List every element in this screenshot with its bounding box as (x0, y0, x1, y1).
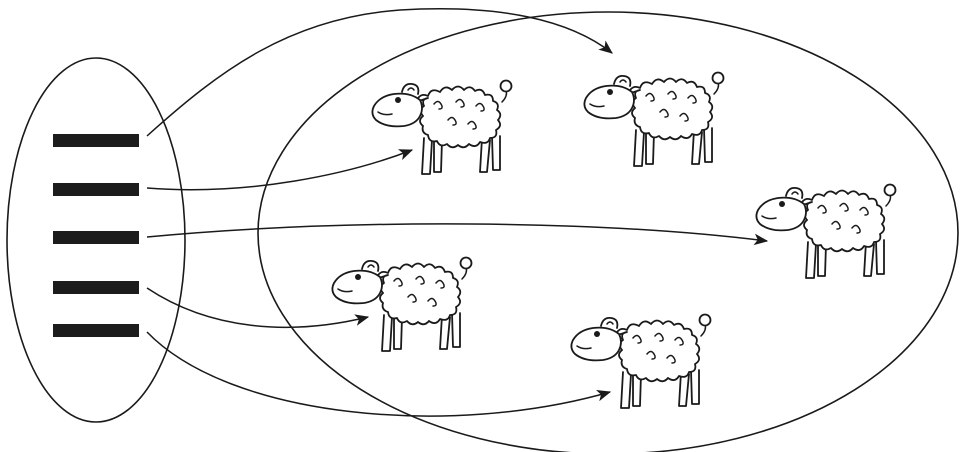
sheep-set-ellipse (257, 11, 959, 452)
tally-set-ellipse (6, 57, 186, 423)
mapping-arrow (146, 331, 612, 417)
sheep-illustration (331, 256, 473, 352)
sheep-illustration (583, 71, 725, 167)
mapping-arrow (146, 8, 613, 137)
mapping-arrow (146, 149, 414, 191)
sheep-illustration (755, 183, 897, 279)
tally-mark (53, 134, 139, 147)
tally-mark (53, 324, 139, 337)
sheep-illustration (570, 313, 712, 409)
tally-mark (53, 231, 139, 244)
tally-mark (53, 183, 139, 196)
tally-mark (53, 281, 139, 294)
mapping-arrow (146, 223, 769, 246)
mapping-arrow (146, 287, 370, 328)
sheep-illustration (371, 79, 513, 175)
